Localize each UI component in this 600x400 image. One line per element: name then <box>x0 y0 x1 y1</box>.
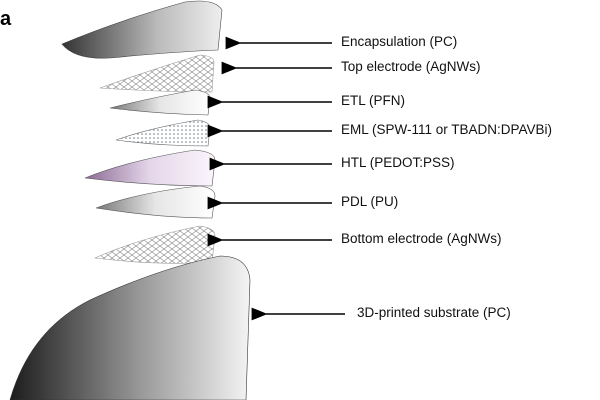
label-etl: ETL (PFN) <box>341 93 405 108</box>
label-htl: HTL (PEDOT:PSS) <box>341 155 455 170</box>
label-encapsulation: Encapsulation (PC) <box>341 34 458 49</box>
panel-label: a <box>0 8 12 30</box>
htl-layer <box>84 149 216 187</box>
arrows <box>207 36 345 321</box>
etl-layer <box>109 89 211 116</box>
substrate-layer <box>9 255 251 400</box>
eml-layer <box>115 119 211 147</box>
bottom-electrode-layer <box>93 225 216 264</box>
top-electrode-layer <box>99 54 215 93</box>
label-top-electrode: Top electrode (AgNWs) <box>341 59 481 74</box>
label-eml: EML (SPW-111 or TBADN:DPAVBi) <box>341 122 553 137</box>
encapsulation-layer <box>61 0 223 59</box>
label-pdl: PDL (PU) <box>341 194 399 209</box>
label-bottom-electrode: Bottom electrode (AgNWs) <box>341 231 502 246</box>
pdl-layer <box>95 185 216 219</box>
label-substrate: 3D-printed substrate (PC) <box>357 305 511 320</box>
